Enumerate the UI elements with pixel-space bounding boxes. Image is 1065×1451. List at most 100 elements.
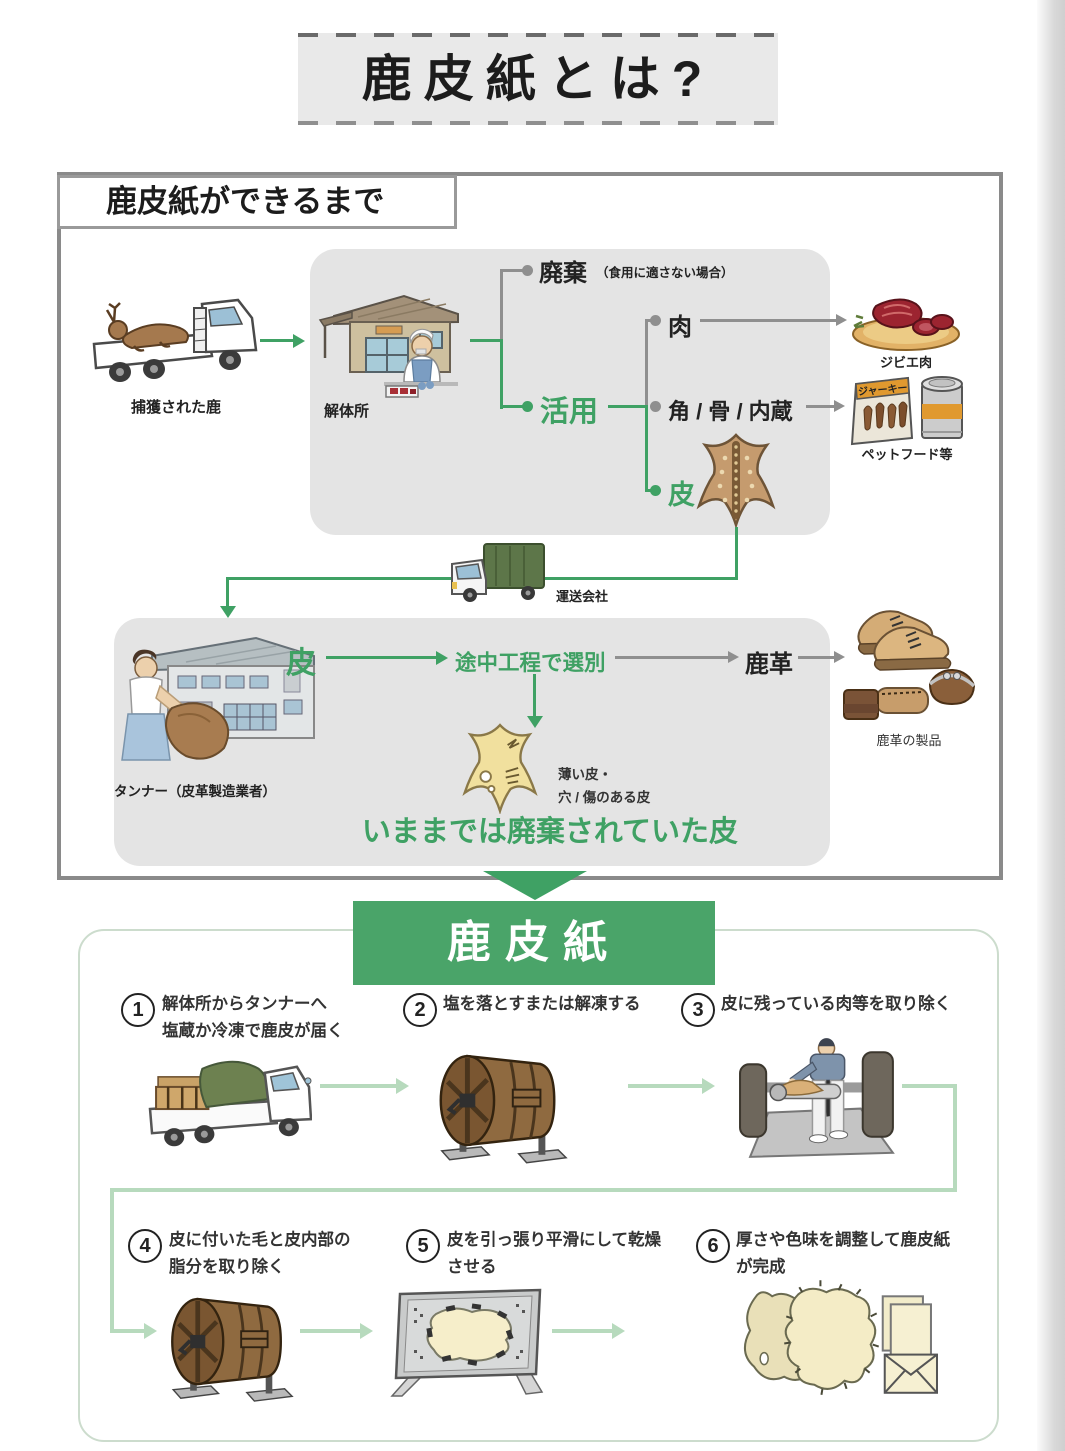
arrow-icon xyxy=(702,1078,715,1094)
tanner-label: タンナー（皮革製造業者） xyxy=(114,784,276,799)
connector-line xyxy=(326,656,438,659)
title-dash-top xyxy=(298,33,778,37)
step-text: 皮に残っている肉等を取り除く xyxy=(721,995,952,1013)
connector-line xyxy=(110,1329,146,1333)
deer-hide-icon xyxy=(696,433,776,528)
step2-drum-illustration xyxy=(439,1054,568,1164)
leather-label: 鹿革 xyxy=(745,651,793,678)
skin-label-2: 皮 xyxy=(286,647,316,680)
connector-line xyxy=(628,1084,704,1088)
branch-dot xyxy=(522,401,533,412)
connector-line xyxy=(608,405,648,408)
petfood-illustration: ジャーキー xyxy=(850,376,963,446)
sorting-label: 途中工程で選別 xyxy=(455,651,606,675)
arrow-icon xyxy=(836,314,847,326)
arrow-icon xyxy=(396,1078,409,1094)
connector-line xyxy=(953,1084,957,1192)
damaged-hide-icon xyxy=(462,723,538,814)
step-text: 厚さや色味を調整して鹿皮紙 が完成 xyxy=(736,1231,951,1276)
connector-line xyxy=(806,405,836,408)
connector-line xyxy=(735,527,738,580)
step4-drum-illustration xyxy=(156,1284,298,1402)
arrow-icon xyxy=(360,1323,373,1339)
arrow-icon xyxy=(144,1323,157,1339)
connector-line xyxy=(500,339,503,409)
page-title: 鹿皮紙とは? xyxy=(361,51,715,107)
captured-deer-label: 捕獲された鹿 xyxy=(130,399,221,416)
connector-line xyxy=(700,319,838,322)
arrow-icon xyxy=(834,651,845,663)
connector-line xyxy=(260,339,294,342)
banner-label: 鹿皮紙 xyxy=(447,918,621,967)
connector-line xyxy=(533,674,536,718)
discard-note: （食用に適さない場合） xyxy=(596,266,734,280)
captured-deer-illustration xyxy=(92,298,258,382)
step-number-badge: 4 xyxy=(128,1229,162,1263)
step-number-badge: 2 xyxy=(403,993,437,1027)
step1-truck-illustration xyxy=(148,1060,312,1147)
step-text: 塩を落とすまたは解凍する xyxy=(443,995,641,1013)
connector-line xyxy=(645,405,648,491)
connector-line xyxy=(470,339,502,342)
facility-label: 解体所 xyxy=(324,403,370,420)
step-text: 皮に付いた毛と皮内部の 脂分を取り除く xyxy=(169,1231,351,1276)
meat-label: 肉 xyxy=(668,314,692,341)
rejected-headline: いままでは廃棄されていた皮 xyxy=(361,816,739,848)
connector-line xyxy=(645,320,648,407)
transport-truck-illustration xyxy=(451,543,545,602)
flow-section-header: 鹿皮紙ができるまで xyxy=(57,175,457,229)
connector-line xyxy=(320,1084,398,1088)
discard-label: 廃棄 xyxy=(539,260,587,287)
arrow-icon xyxy=(728,651,739,663)
step-number-badge: 3 xyxy=(681,993,715,1027)
gibier-label: ジビエ肉 xyxy=(879,355,932,370)
step-text: 皮を引っ張り平滑にして乾燥 させる xyxy=(447,1231,662,1276)
step-number-badge: 6 xyxy=(696,1229,730,1263)
step-number-badge: 5 xyxy=(406,1229,440,1263)
petfood-label: ペットフード等 xyxy=(861,447,953,462)
flow-section-title: 鹿皮紙ができるまで xyxy=(106,184,385,219)
leather-products-label: 鹿革の製品 xyxy=(876,733,942,748)
gibier-meat-illustration xyxy=(852,298,960,351)
connector-line xyxy=(500,269,526,272)
connector-line xyxy=(902,1084,957,1088)
arrow-icon xyxy=(527,716,543,728)
title-dash-bottom xyxy=(298,121,778,125)
rejected-note: 薄い皮・ 穴 / 傷のある皮 xyxy=(558,767,651,805)
arrow-icon xyxy=(612,1323,625,1339)
connector-line xyxy=(500,405,526,408)
connector-line xyxy=(500,270,503,341)
parts-label: 角 / 骨 / 内蔵 xyxy=(668,399,793,424)
connector-line xyxy=(110,1188,114,1333)
skin-label: 皮 xyxy=(668,480,695,510)
step6-paper-illustration xyxy=(743,1280,938,1395)
use-label: 活用 xyxy=(540,396,599,428)
carrier-label: 運送会社 xyxy=(556,589,609,604)
connector-line xyxy=(798,656,836,659)
step5-drying-frame-illustration xyxy=(390,1288,544,1397)
arrow-icon xyxy=(436,651,448,665)
connector-line xyxy=(110,1188,957,1192)
big-down-arrow xyxy=(483,871,587,900)
connector-line xyxy=(552,1329,614,1333)
jerky-package-text: ジャーキー xyxy=(858,382,908,398)
arrow-icon xyxy=(293,334,305,348)
branch-dot xyxy=(650,401,661,412)
branch-dot xyxy=(650,315,661,326)
branch-dot xyxy=(650,485,661,496)
facility-illustration xyxy=(318,294,459,398)
page-edge-shadow xyxy=(1037,0,1065,1451)
shikahishi-banner: 鹿皮紙 xyxy=(353,901,715,985)
step3-fleshing-machine-illustration xyxy=(739,1038,895,1158)
tanner-illustration xyxy=(121,636,315,761)
arrow-icon xyxy=(834,400,845,412)
connector-line xyxy=(615,656,730,659)
leather-products-illustration xyxy=(843,610,976,720)
step-text: 解体所からタンナーへ 塩蔵か冷凍で鹿皮が届く xyxy=(162,995,344,1040)
arrow-icon xyxy=(220,606,236,618)
title-banner: 鹿皮紙とは? xyxy=(298,33,778,125)
connector-line xyxy=(300,1329,362,1333)
connector-line xyxy=(226,577,229,608)
branch-dot xyxy=(522,265,533,276)
